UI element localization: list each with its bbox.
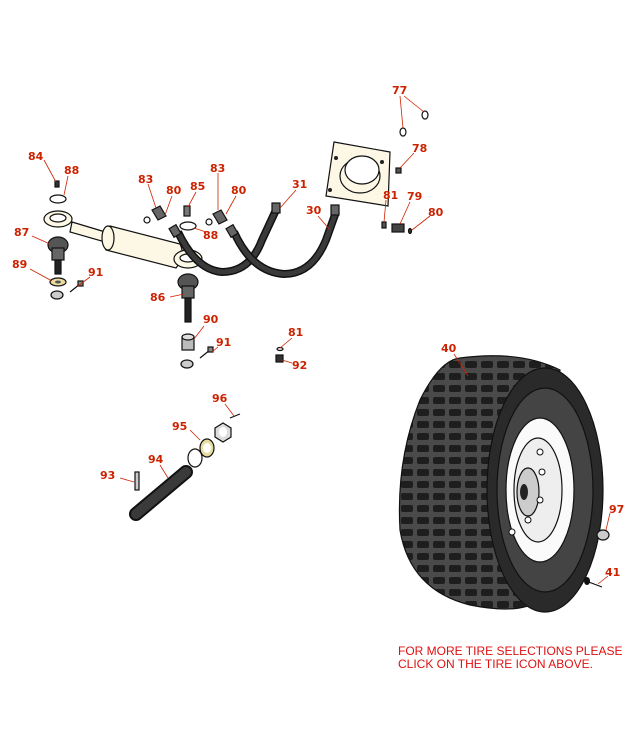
valve-stem-41[interactable] xyxy=(584,577,603,588)
steering-cylinder[interactable] xyxy=(69,221,183,269)
nut-91-lower[interactable] xyxy=(180,359,194,369)
callout-85[interactable]: 85 xyxy=(190,180,205,193)
callout-83[interactable]: 83 xyxy=(210,162,225,175)
fitting-77-b[interactable] xyxy=(399,127,407,137)
callouts: 84 88 83 80 85 83 80 88 87 89 91 86 90 9… xyxy=(12,84,624,579)
callout-95[interactable]: 95 xyxy=(172,420,187,433)
callout-92[interactable]: 92 xyxy=(292,359,307,372)
callout-91[interactable]: 91 xyxy=(88,266,103,279)
callout-87[interactable]: 87 xyxy=(14,226,29,239)
callout-97[interactable]: 97 xyxy=(609,503,624,516)
oring-80-right[interactable] xyxy=(205,218,213,226)
callout-79[interactable]: 79 xyxy=(407,190,422,203)
callout-96[interactable]: 96 xyxy=(212,392,228,405)
steering-motor-plate[interactable] xyxy=(325,141,391,207)
nut-91-left[interactable] xyxy=(50,290,64,300)
callout-83[interactable]: 83 xyxy=(138,173,153,186)
callout-88[interactable]: 88 xyxy=(64,164,79,177)
hydraulic-hose-31[interactable] xyxy=(168,202,281,277)
ring-88-right[interactable] xyxy=(179,221,197,231)
callout-31[interactable]: 31 xyxy=(292,178,307,191)
washers-95[interactable] xyxy=(187,438,215,468)
bushing-90[interactable] xyxy=(181,333,195,351)
spindle-shaft-94[interactable] xyxy=(129,465,193,521)
callout-80[interactable]: 80 xyxy=(428,206,444,219)
ball-joint-87[interactable] xyxy=(47,236,69,275)
callout-30[interactable]: 30 xyxy=(306,204,322,217)
tire-40[interactable] xyxy=(398,355,604,613)
ball-joint-86[interactable] xyxy=(177,273,199,323)
callout-40[interactable]: 40 xyxy=(441,342,457,355)
callout-84[interactable]: 84 xyxy=(28,150,44,163)
nut-96[interactable] xyxy=(214,422,232,443)
callout-81[interactable]: 81 xyxy=(383,189,398,202)
washer-89[interactable] xyxy=(49,277,67,287)
callout-81[interactable]: 81 xyxy=(288,326,303,339)
fitting-85[interactable] xyxy=(183,205,191,217)
pin-93[interactable] xyxy=(134,471,140,491)
oring-80-left[interactable] xyxy=(143,216,151,224)
callout-80[interactable]: 80 xyxy=(231,184,247,197)
cylinder-end-eye-left[interactable] xyxy=(43,210,73,228)
fitting-77-a[interactable] xyxy=(421,110,429,120)
callout-91[interactable]: 91 xyxy=(216,336,231,349)
fitting-83-right[interactable] xyxy=(212,209,228,225)
bolt-91-lower[interactable] xyxy=(199,346,214,359)
fitting-92[interactable] xyxy=(275,354,284,363)
callout-93[interactable]: 93 xyxy=(100,469,115,482)
fitting-83-left[interactable] xyxy=(151,205,167,221)
tire-selection-note: FOR MORE TIRE SELECTIONS PLEASE CLICK ON… xyxy=(398,645,638,671)
pin-84[interactable] xyxy=(54,180,60,188)
callout-77[interactable]: 77 xyxy=(392,84,407,97)
callout-88[interactable]: 88 xyxy=(203,229,218,242)
callout-90[interactable]: 90 xyxy=(203,313,219,326)
bolt-91-left[interactable] xyxy=(69,280,84,293)
fitting-78[interactable] xyxy=(395,167,402,174)
hydraulic-hose-30[interactable] xyxy=(225,204,340,279)
ring-88-left[interactable] xyxy=(49,194,67,204)
cotter-pin-96[interactable] xyxy=(229,413,241,419)
callout-86[interactable]: 86 xyxy=(150,291,166,304)
callout-41[interactable]: 41 xyxy=(605,566,620,579)
callout-89[interactable]: 89 xyxy=(12,258,27,271)
fitting-79[interactable] xyxy=(391,223,405,233)
note-line-2: CLICK ON THE TIRE ICON ABOVE. xyxy=(398,657,593,671)
note-line-1: FOR MORE TIRE SELECTIONS PLEASE xyxy=(398,644,623,658)
callout-78[interactable]: 78 xyxy=(412,142,427,155)
callout-80[interactable]: 80 xyxy=(166,184,182,197)
leader-lines xyxy=(29,95,611,585)
lug-nut-97[interactable] xyxy=(596,529,610,541)
callout-94[interactable]: 94 xyxy=(148,453,164,466)
oring-80-motor[interactable] xyxy=(407,227,413,235)
fitting-81-right[interactable] xyxy=(381,221,387,229)
